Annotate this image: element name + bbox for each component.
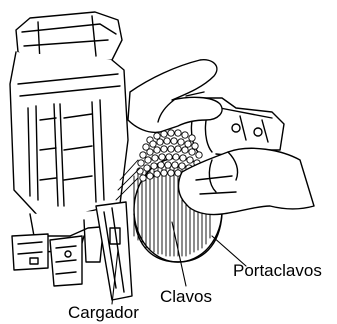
- label-cargador: Cargador: [68, 304, 139, 321]
- nailer-body: [10, 12, 132, 300]
- label-clavos: Clavos: [160, 288, 212, 305]
- label-portaclavos: Portaclavos: [233, 262, 322, 279]
